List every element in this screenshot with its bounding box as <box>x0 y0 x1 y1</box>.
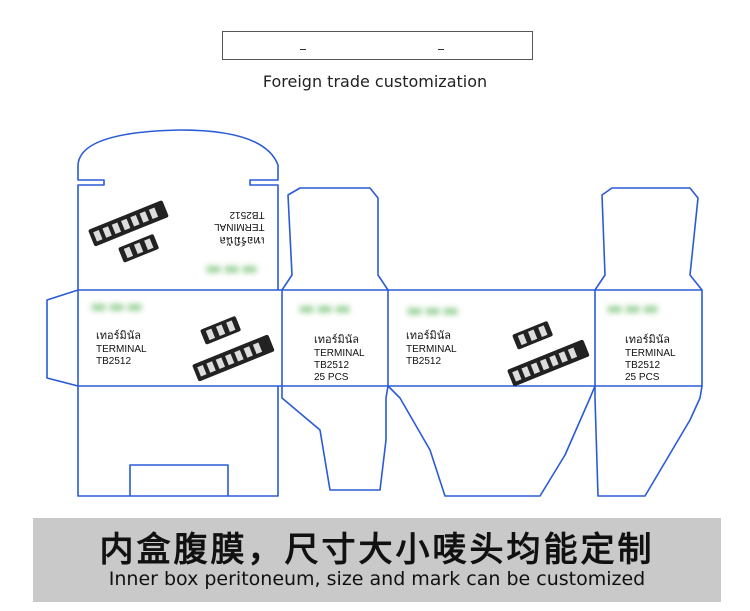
side-right-line2: TB2512 <box>625 360 661 371</box>
side-right-line3: 25 PCS <box>625 372 660 383</box>
front-line2: TB2512 <box>96 356 132 367</box>
box-mark-right <box>438 49 444 50</box>
terminal-block-top-large <box>88 200 169 247</box>
side-left-line2: TB2512 <box>314 360 350 371</box>
back-thai: เทอร์มินัล <box>406 330 452 342</box>
side-right-thai: เทอร์มินัล <box>625 334 671 346</box>
top-lid-line2: TB2512 <box>229 209 265 220</box>
dieline-bottom-dust-left <box>281 385 389 491</box>
dieline-bottom-back <box>387 385 596 497</box>
side-right-panel-text: เทอร์มินัล TERMINAL TB2512 25 PCS <box>625 334 676 384</box>
back-line2: TB2512 <box>406 356 442 367</box>
front-thai: เทอร์มินัล <box>96 330 142 342</box>
front-line1: TERMINAL <box>96 344 147 355</box>
back-line1: TERMINAL <box>406 344 457 355</box>
top-blank-box <box>222 31 533 60</box>
terminal-block-front-large <box>192 334 275 382</box>
back-panel-text: เทอร์มินัล TERMINAL TB2512 <box>406 330 457 368</box>
dieline-dust-flap-left <box>281 187 389 291</box>
dieline-bottom-dust-right <box>594 385 703 497</box>
top-lid-text: เทอร์มินัล TERMINAL TB2512 <box>214 208 265 246</box>
banner-title-english: Inner box peritoneum, size and mark can … <box>108 568 646 590</box>
side-left-panel-text: เทอร์มินัล TERMINAL TB2512 25 PCS <box>314 334 365 384</box>
logo-blurred-back: ▬▬▬ <box>406 300 461 321</box>
terminal-block-front-small <box>200 316 241 345</box>
side-left-line1: TERMINAL <box>314 348 365 359</box>
dieline-glue-flap <box>46 289 79 387</box>
side-left-line3: 25 PCS <box>314 372 349 383</box>
logo-blurred-side-left: ▬▬▬ <box>298 298 353 319</box>
terminal-block-back-small <box>512 321 553 350</box>
box-mark-left <box>300 49 306 50</box>
front-panel-text: เทอร์มินัล TERMINAL TB2512 <box>96 330 147 368</box>
logo-blurred-front: ▬▬▬ <box>90 296 145 317</box>
caption-foreign-trade: Foreign trade customization <box>262 72 488 91</box>
dieline-top-lid <box>77 129 279 290</box>
terminal-block-top-small <box>118 234 159 263</box>
dieline-bottom-front <box>77 386 279 497</box>
top-lid-line1: TERMINAL <box>214 221 265 232</box>
terminal-block-back-large <box>507 339 590 387</box>
caption-banner: 内盒腹膜，尺寸大小唛头均能定制 Inner box peritoneum, si… <box>33 518 721 602</box>
dieline-dust-flap-right <box>594 187 703 291</box>
side-left-thai: เทอร์มินัล <box>314 334 360 346</box>
top-lid-thai: เทอร์มินัล <box>219 234 265 246</box>
side-right-line1: TERMINAL <box>625 348 676 359</box>
logo-blurred-top: ▬▬▬ <box>205 258 260 279</box>
banner-title-chinese: 内盒腹膜，尺寸大小唛头均能定制 <box>99 530 655 570</box>
logo-blurred-side-right: ▬▬▬ <box>606 298 661 319</box>
